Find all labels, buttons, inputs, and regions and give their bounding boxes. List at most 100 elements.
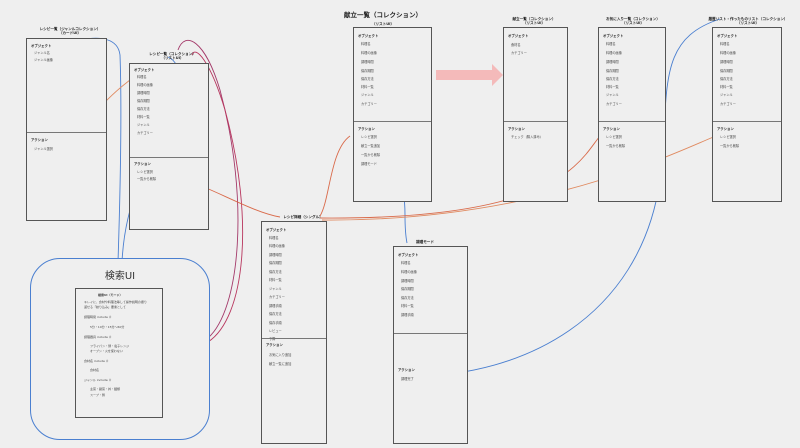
object-item: 保存手順 <box>269 321 282 325</box>
favorites-title-line2: （リストUI） <box>621 21 645 26</box>
action-item[interactable]: ジャンル選択 <box>34 147 53 151</box>
object-item: カテゴリー <box>137 131 153 135</box>
recipe-detail-title: レシピ詳細（シングル） <box>283 215 323 219</box>
section-divider <box>130 157 208 158</box>
search-ui-container: 検索UI 検索UI（モード） キレイに、食材や料理法等して操作説明の振り 返せる… <box>30 258 210 440</box>
object-item: 料理の画像 <box>137 83 153 87</box>
filter-cooking-time-options[interactable]: 5分・10分・15分〜60分 <box>90 325 125 329</box>
action-heading: アクション <box>266 343 283 347</box>
menu-list-card: オブジェクト 料理名 料理の画像 調理時間 保存期間 保存方法 材料一覧 ジャン… <box>353 27 432 202</box>
object-item: 調理時間 <box>720 60 733 64</box>
section-divider <box>394 333 467 334</box>
genre-collection-title-line1: レシピ一覧（ジャンルコレクション） <box>39 27 101 31</box>
action-heading: アクション <box>31 138 48 142</box>
filter-tools-options[interactable]: フライパン・鍋・電子レンジ <box>90 344 130 348</box>
filter-tools-options[interactable]: オーブン・火を使わない <box>90 349 123 353</box>
action-item[interactable]: 一覧から削除 <box>606 144 626 148</box>
object-item: 料理の画像 <box>361 51 377 55</box>
object-item: 保存方法 <box>361 77 374 81</box>
object-item: 保存期間 <box>137 99 150 103</box>
action-item[interactable]: 一覧から削除 <box>137 177 157 181</box>
action-item[interactable]: レシピ選択 <box>606 135 622 139</box>
object-item: カテゴリー <box>511 51 527 55</box>
history-title-line1: 履歴リスト・作ったものリスト（コレクション） <box>708 17 788 21</box>
action-item[interactable]: チェック（購入済み） <box>511 135 543 139</box>
object-item: 予算 <box>269 337 276 341</box>
object-item: 調理時間 <box>269 253 282 257</box>
object-item: 保存期間 <box>269 261 282 265</box>
cooking-mode-title: 調理モード <box>416 240 434 244</box>
action-item[interactable]: 献立一覧追加 <box>361 144 381 148</box>
history-title-line2: （リストUI） <box>736 21 760 26</box>
action-item[interactable]: レシピ選択 <box>720 135 736 139</box>
object-item: ジャンル <box>269 287 282 291</box>
favorites-title: お気に入り一覧（コレクション） （リストUI） <box>593 17 673 25</box>
genre-collection-title: レシピ一覧（ジャンルコレクション） （カードUI） <box>22 27 118 35</box>
genre-collection-title-line2: （カードUI） <box>58 31 82 36</box>
object-item: 材料一覧 <box>361 85 374 89</box>
search-panel-title: 検索UI（モード） <box>98 293 123 297</box>
object-item: 材料一覧 <box>720 85 733 89</box>
object-item: 保存方法 <box>269 312 282 316</box>
action-item[interactable]: 調理完了 <box>401 377 414 381</box>
action-heading: アクション <box>717 127 734 131</box>
object-heading: オブジェクト <box>603 34 624 38</box>
section-divider <box>354 121 431 122</box>
object-item: 材料一覧 <box>401 304 414 308</box>
object-heading: オブジェクト <box>358 34 379 38</box>
action-item[interactable]: お気に入り追加 <box>269 353 292 357</box>
object-item: 調理時間 <box>401 279 414 283</box>
action-item[interactable]: レシピ選択 <box>361 135 377 139</box>
genre-collection-card: オブジェクト ジャンル名 ジャンル画像 アクション ジャンル選択 <box>26 38 107 221</box>
object-item: 料理名 <box>606 42 616 46</box>
object-item: 料理の画像 <box>269 244 285 248</box>
history-title: 履歴リスト・作ったものリスト（コレクション） （リストUI） <box>700 17 796 25</box>
object-item: 保存期間 <box>361 69 374 73</box>
object-item: 料理名 <box>361 42 371 46</box>
action-heading: アクション <box>398 368 415 372</box>
object-item: ジャンル <box>137 123 150 127</box>
history-card: オブジェクト 料理名 料理の画像 調理時間 保存期間 保存方法 材料一覧 ジャン… <box>712 27 782 202</box>
recipe-list-title-line1: レシピ一覧（コレクション） <box>149 52 196 56</box>
object-item: 保存方法 <box>606 77 619 81</box>
object-item: 料理の画像 <box>606 51 622 55</box>
object-item: 保存方法 <box>720 77 733 81</box>
action-item[interactable]: 一覧から削除 <box>361 153 381 157</box>
action-item[interactable]: 調理モード <box>361 162 377 166</box>
object-item: 保存方法 <box>269 270 282 274</box>
cooking-mode-card: オブジェクト 料理名 料理の画像 調理時間 保存期間 保存方法 材料一覧 調理手… <box>393 246 468 444</box>
object-item: ジャンル <box>606 93 619 97</box>
object-item: 保存期間 <box>720 69 733 73</box>
object-item: 調理時間 <box>606 60 619 64</box>
object-item: レビュー <box>269 329 282 333</box>
connector-menu-to-detail <box>319 135 351 217</box>
object-item: 料理の画像 <box>401 270 417 274</box>
action-item[interactable]: 献立一覧に追加 <box>269 362 292 366</box>
filter-genre-options[interactable]: スープ・鍋 <box>90 393 105 397</box>
object-item: 調理時間 <box>361 60 374 64</box>
object-item: ジャンル <box>720 93 733 97</box>
filter-genre-options[interactable]: 主菜・副菜・丼・麺類 <box>90 387 121 391</box>
action-heading: アクション <box>603 127 620 131</box>
recipe-list-title-line2: （リストUI） <box>161 56 184 61</box>
section-divider <box>599 121 665 122</box>
object-item: 食材名 <box>511 43 521 47</box>
action-item[interactable]: 一覧から削除 <box>720 144 740 148</box>
object-item: 保存期間 <box>606 69 619 73</box>
filter-cooking-time-label: 調理時間 include ＃ <box>84 315 112 319</box>
action-item[interactable]: レシピ選択 <box>137 170 153 174</box>
object-heading: オブジェクト <box>717 34 738 38</box>
object-item: 料理名 <box>720 42 730 46</box>
shopping-list-title: 献立一覧（コレクション） （リストUI） <box>494 17 574 25</box>
object-item: ジャンル <box>361 93 374 97</box>
object-item: カテゴリー <box>361 102 377 106</box>
object-heading: オブジェクト <box>134 68 155 72</box>
object-item: ジャンル画像 <box>34 58 53 62</box>
search-description: 返せる「絞り込み」要素として <box>84 305 126 309</box>
object-heading: オブジェクト <box>398 253 419 257</box>
search-description: キレイに、食材や料理法等して操作説明の振り <box>84 300 147 304</box>
object-item: 保存方法 <box>137 107 150 111</box>
object-heading: オブジェクト <box>266 228 287 232</box>
filter-ingredient-input[interactable]: 食材名 <box>90 368 100 372</box>
action-heading: アクション <box>134 162 151 166</box>
